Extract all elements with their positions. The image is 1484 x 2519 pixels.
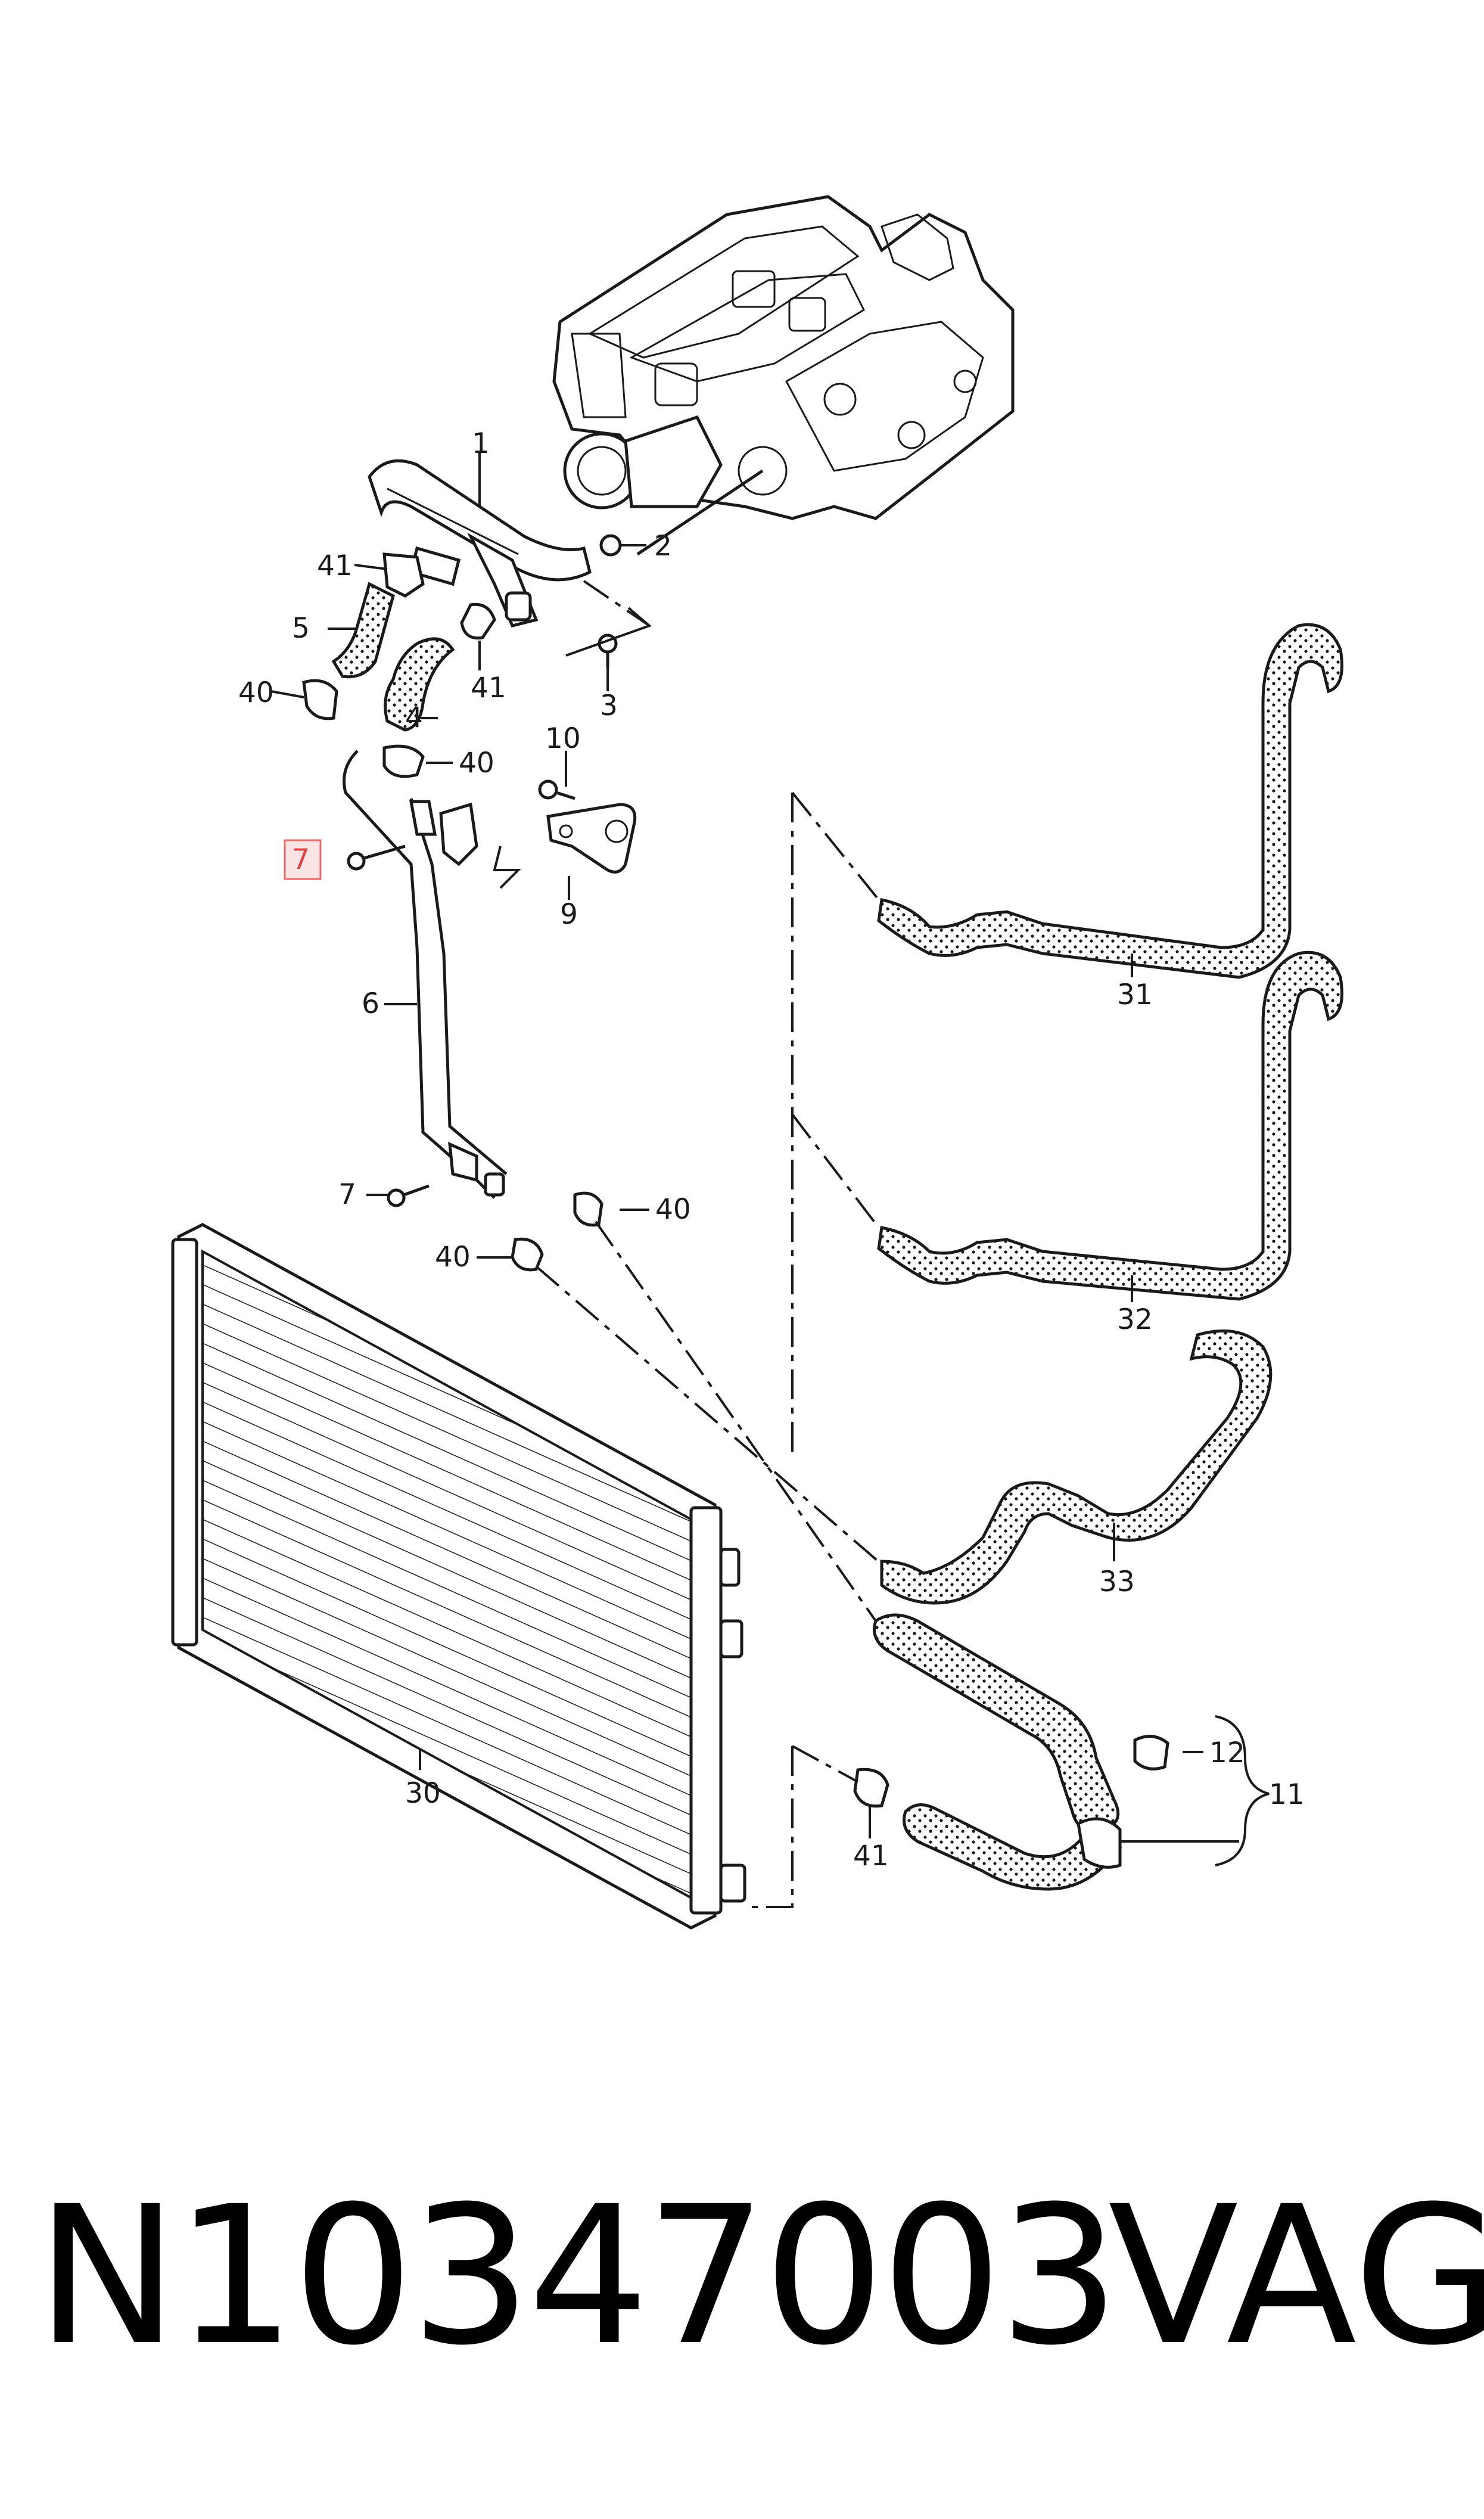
callout-41-a: 41 (317, 549, 353, 582)
callout-3: 3 (600, 689, 618, 722)
bracket-9 (546, 803, 637, 874)
callout-32: 32 (1117, 1303, 1153, 1336)
hose-33 (880, 1329, 1273, 1605)
callout-11: 11 (1269, 1778, 1305, 1811)
bolt-10 (538, 779, 575, 800)
callout-30: 30 (405, 1777, 441, 1810)
callout-7-highlight (284, 839, 322, 880)
leader-lines (270, 453, 1270, 1866)
coolant-pipe-6 (343, 750, 508, 1199)
hose-31 (877, 623, 1343, 979)
callout-1: 1 (472, 427, 490, 460)
hose-clamp-12 (1133, 1735, 1169, 1771)
hose-clamp-41-b (460, 602, 496, 640)
coolant-pipe-1 (368, 459, 592, 628)
callout-7: 7 (338, 1178, 356, 1211)
callout-12: 12 (1209, 1737, 1245, 1769)
hose-clamp-40-c (573, 1191, 603, 1227)
callout-labels: 1 2 3 4 5 6 7 7 9 10 11 12 30 31 32 33 4… (238, 427, 1305, 1872)
callout-40-b: 40 (459, 747, 494, 779)
reference-lines (535, 580, 883, 1908)
o-ring-2 (599, 534, 622, 557)
callout-7-highlighted: 7 (292, 843, 310, 876)
callout-40-a: 40 (238, 676, 274, 709)
hose-5 (331, 582, 395, 679)
hose-clamp-40-a (302, 679, 338, 720)
supercharger-assembly (552, 195, 1015, 556)
hose-4 (384, 637, 455, 732)
callout-10: 10 (545, 722, 581, 755)
bolt-7-lower (387, 1184, 430, 1207)
callout-2: 2 (654, 530, 672, 563)
callout-6: 6 (362, 987, 379, 1020)
radiator-30 (171, 1223, 746, 1930)
coolant-system-exploded-diagram: 1 2 3 4 5 6 7 7 9 10 11 12 30 31 32 33 4… (171, 195, 1343, 1930)
callout-33: 33 (1099, 1566, 1135, 1598)
callout-41-b: 41 (471, 672, 506, 704)
part-number: N10347003 (36, 2166, 1120, 2387)
callout-41-c: 41 (853, 1840, 889, 1872)
hose-clamp-41-c (853, 1768, 889, 1808)
callout-40-d: 40 (435, 1241, 471, 1274)
callout-4: 4 (405, 701, 423, 734)
hose-clamp-41-a (382, 552, 425, 598)
brand-label: VAG (1108, 2166, 1484, 2387)
callout-40-c: 40 (655, 1193, 691, 1226)
callout-9: 9 (560, 898, 578, 931)
hose-clamp-40-b (382, 744, 425, 778)
footer: N10347003 VAG (0, 2169, 1484, 2419)
hose-assembly-11 (873, 1613, 1122, 1891)
hose-clamp-40-d (511, 1237, 544, 1272)
callout-5: 5 (292, 612, 310, 645)
callout-31: 31 (1117, 979, 1153, 1011)
bolt-7-upper (347, 844, 406, 871)
hose-32 (877, 951, 1343, 1301)
